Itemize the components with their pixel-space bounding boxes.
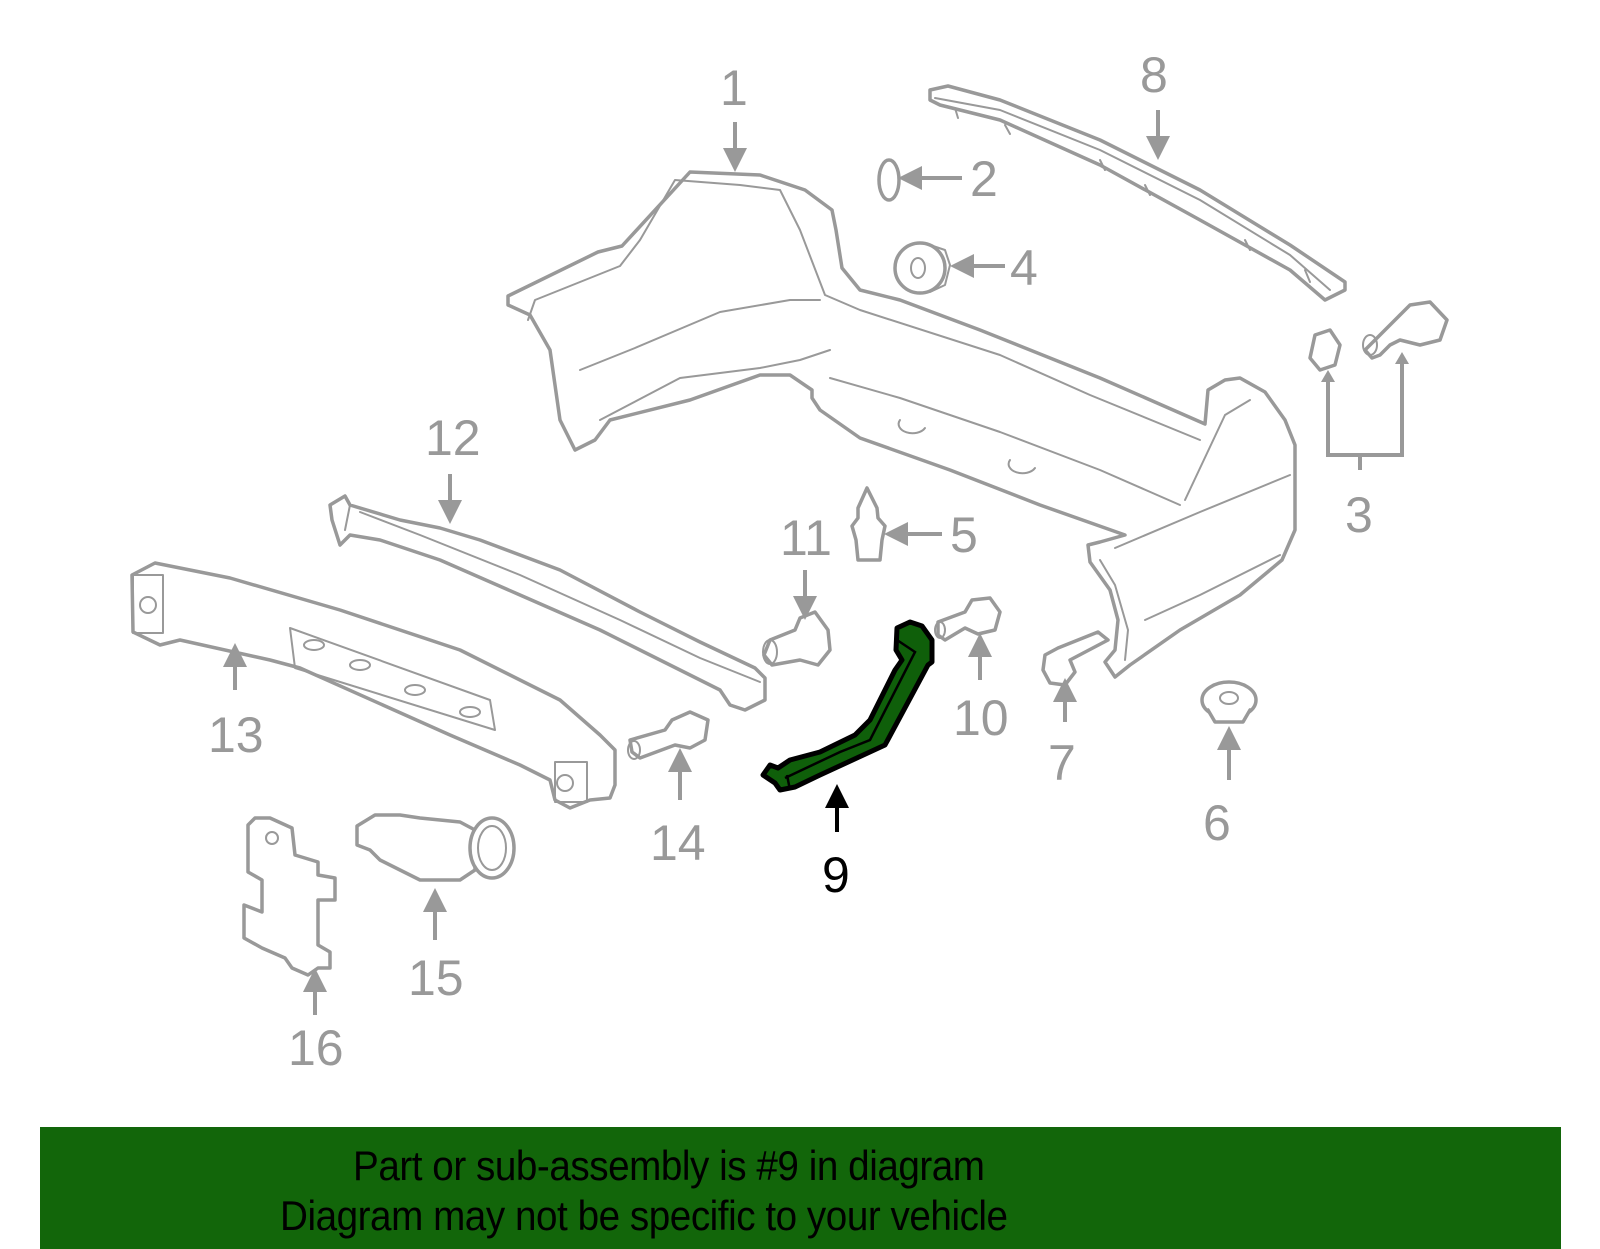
svg-text:4: 4 [1010, 240, 1038, 296]
callout-13: 13 [208, 643, 264, 763]
part-14-flange-bolt[interactable] [627, 710, 710, 760]
svg-text:10: 10 [953, 690, 1009, 746]
svg-text:5: 5 [950, 507, 978, 563]
part-9-highlighted-bracket[interactable] [760, 619, 935, 793]
svg-text:15: 15 [408, 950, 464, 1006]
svg-text:11: 11 [780, 510, 832, 566]
part-11-clip[interactable] [762, 610, 832, 667]
callout-16: 16 [288, 968, 344, 1076]
part-2-grommet[interactable] [877, 158, 901, 202]
callout-7: 7 [1048, 678, 1077, 791]
callout-1: 1 [720, 60, 748, 172]
callout-3: 3 [1321, 352, 1409, 543]
svg-text:16: 16 [288, 1020, 344, 1076]
part-8-retainer-strip[interactable] [928, 84, 1347, 302]
banner-line-disclaimer: Diagram may not be specific to your vehi… [280, 1192, 1008, 1239]
callout-12: 12 [425, 410, 481, 524]
callout-10: 10 [953, 633, 1009, 746]
part-12-energy-absorber[interactable] [328, 494, 767, 712]
part-6-flange-nut[interactable] [1200, 680, 1258, 724]
svg-text:7: 7 [1048, 735, 1076, 791]
callout-15: 15 [408, 888, 464, 1006]
callout-2: 2 [898, 151, 998, 207]
callout-8: 8 [1140, 47, 1170, 160]
info-banner: Part or sub-assembly is #9 in diagram Di… [40, 1127, 1561, 1249]
part-3-bolt-and-nut[interactable] [1308, 300, 1449, 372]
callout-6: 6 [1203, 726, 1241, 851]
part-1-bumper-cover[interactable] [506, 170, 1297, 679]
part-4-flange-nut[interactable] [893, 241, 951, 295]
part-5-push-clip[interactable] [850, 486, 887, 562]
callout-11: 11 [780, 510, 832, 620]
part-16-sensor-bracket[interactable] [242, 816, 337, 977]
svg-text:3: 3 [1345, 487, 1373, 543]
svg-text:9: 9 [822, 847, 850, 903]
svg-text:6: 6 [1203, 795, 1231, 851]
svg-text:14: 14 [650, 815, 706, 871]
callout-5: 5 [884, 507, 978, 563]
callout-14: 14 [650, 748, 706, 871]
callout-9: 9 [822, 784, 850, 903]
svg-text:8: 8 [1140, 47, 1168, 103]
part-10-flange-bolt[interactable] [934, 596, 1002, 642]
svg-text:13: 13 [208, 707, 264, 763]
banner-line-part-reference: Part or sub-assembly is #9 in diagram [353, 1142, 985, 1189]
part-15-parking-sensor[interactable] [355, 813, 516, 882]
svg-text:12: 12 [425, 410, 481, 466]
part-7-hex-bolt[interactable] [1041, 630, 1110, 687]
svg-text:2: 2 [970, 151, 998, 207]
svg-text:1: 1 [720, 60, 748, 116]
parts-diagram: 1 8 2 4 3 [130, 47, 1449, 1076]
callout-4: 4 [950, 240, 1038, 296]
